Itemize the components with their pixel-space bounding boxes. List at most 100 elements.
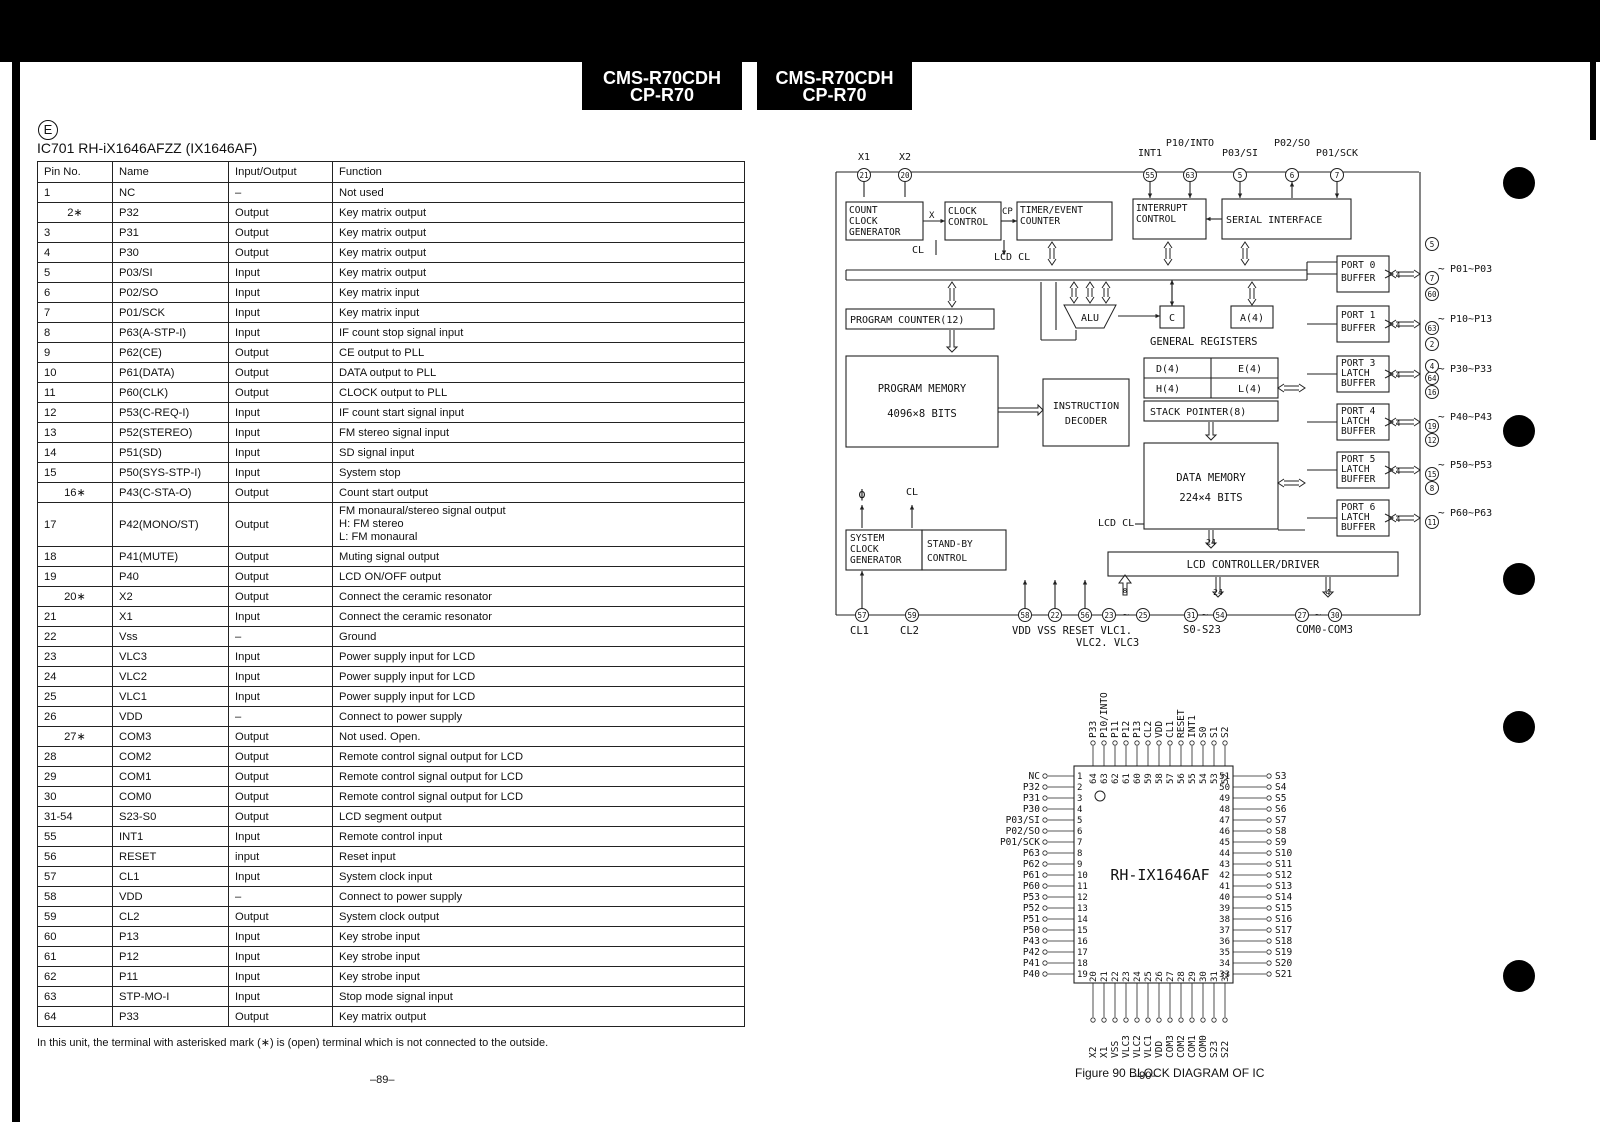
package-pin-number: 46 [1219,827,1230,837]
pin-terminal [1266,795,1272,801]
package-pin-number: 49 [1219,794,1230,804]
bus-width-label: 24 [1213,588,1223,597]
pin-terminal [1266,828,1272,834]
package-pin-label: S6 [1275,804,1287,815]
bus-arrow [1389,513,1421,523]
pin-number: 6 [1290,171,1295,180]
package-pin-label: VLC2 [1132,1035,1143,1058]
package-pin-number: 31 [1210,971,1220,982]
bus-arrow [1204,422,1218,441]
pin-terminal [1266,784,1272,790]
io-cell: Output [228,766,333,787]
package-pin-label: S21 [1275,969,1292,980]
pin-number: 57 [857,611,866,620]
pin-number: 58 [1020,611,1030,620]
pin-terminal [1266,938,1272,944]
package-pin-label: P42 [1023,947,1040,958]
ic-package-body [1073,765,1234,984]
package-pin-number: 23 [1122,971,1132,982]
pin-terminal [1112,740,1118,746]
package-pin-label: S7 [1275,815,1286,826]
pin1-marker [1094,790,1106,802]
pin-terminal [1042,861,1048,867]
bus-arrow [1384,319,1395,329]
package-pin-label: S10 [1275,848,1292,859]
pin-terminal [1156,740,1162,746]
pin-terminal [1222,740,1228,746]
package-pin-number: 56 [1177,773,1187,784]
signal-label: X [929,211,935,221]
register-label: L(4) [1238,384,1262,395]
arrow-head [1289,182,1295,187]
package-pin-label: COM0 [1198,1035,1209,1058]
pin-terminal [1167,1017,1173,1023]
table-header-row: Pin No. Name Input/Output Function [37,161,745,183]
bus-arrow [1389,465,1421,475]
pin-number: 25 [1138,611,1147,620]
package-pin-label: VDD [1154,721,1165,738]
model-label-left: CMS-R70CDH CP-R70 [582,62,742,110]
bus-arrow [1321,577,1335,598]
pin-circle [1136,608,1150,622]
pin-terminal [1042,927,1048,933]
bus-arrow [998,403,1044,417]
pin-number: 23 [1104,611,1113,620]
pin-terminal [1123,1017,1129,1023]
package-pin-label: S5 [1275,793,1286,804]
bus-arrow [945,330,959,353]
pin-terminal [1101,1017,1107,1023]
pin-number-cell: 17 [37,502,113,547]
pin-terminal [1145,740,1151,746]
io-cell: Output [228,726,333,747]
pin-number: 11 [1427,518,1436,527]
pin-label: X2 [899,152,911,163]
pin-terminal [1266,894,1272,900]
bus-width-label: 4 [1396,515,1401,524]
bus-arrow [1247,281,1257,306]
block-label: COUNT [849,205,878,216]
arrow-head [1052,580,1058,585]
block-label: INSTRUCTION [1053,401,1119,412]
pin-terminal [1042,839,1048,845]
bus-arrow [1277,383,1306,393]
pin-name-cell: S23-S0 [112,806,229,827]
package-pin-label: S22 [1220,1041,1231,1058]
port-pin-label: P50~P53 [1450,460,1492,471]
pin-circle [1425,385,1439,399]
pin-terminal [1178,740,1184,746]
pin-label: CL2 [900,625,919,637]
top-black-bar [0,0,1600,62]
function-cell: Power supply input for LCD [332,646,745,667]
pin-terminal [1042,784,1048,790]
pin-number: 15 [1427,470,1436,479]
port-label: PORT 4 [1341,406,1376,417]
signal-label: LCD CL [994,252,1030,263]
port-pin-label: P30~P33 [1450,364,1492,375]
io-cell: Input [228,686,333,707]
package-pin-label: S9 [1275,837,1287,848]
port-label: BUFFER [1341,474,1376,485]
package-pin-label: X2 [1088,1047,1099,1058]
package-pin-label: CL2 [1143,721,1154,738]
block-label: DECODER [1065,416,1108,427]
package-pin-number: 22 [1111,971,1121,982]
right-edge-bar [1590,0,1596,140]
package-pin-label: P13 [1132,721,1143,738]
pin-label: P02/SO [1274,138,1310,149]
pin-number-cell: 23 [37,646,113,667]
pin-terminal [1266,806,1272,812]
function-cell: CLOCK output to PLL [332,382,745,403]
pin-number: 27 [1297,611,1306,620]
block-label: SERIAL INTERFACE [1226,215,1322,226]
package-pin-label: VDD [1154,1041,1165,1058]
bus-arrow [1389,319,1421,329]
pin-terminal [1211,1017,1217,1023]
pin-terminal [1211,740,1217,746]
pin-number: 30 [1330,611,1340,620]
package-pin-number: 21 [1100,971,1110,982]
bus-arrow [1384,465,1395,475]
port-label: PORT 1 [1341,310,1376,321]
